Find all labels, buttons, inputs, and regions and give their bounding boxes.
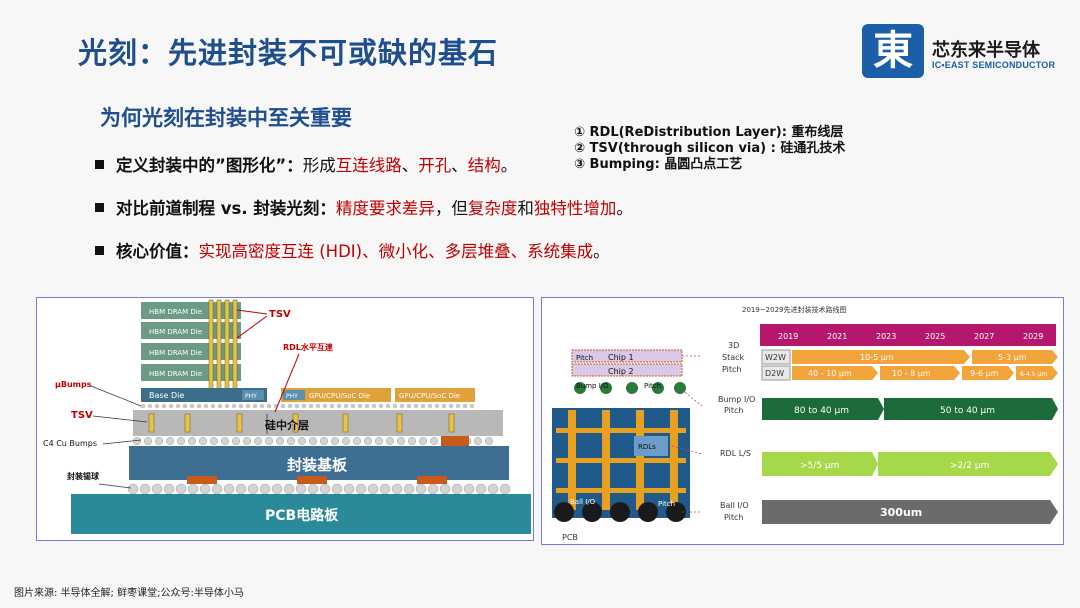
tsv-callout: TSV (269, 309, 291, 320)
gpu-die (395, 388, 475, 402)
svg-text:RDL L/S: RDL L/S (720, 449, 751, 458)
hbm-die-label: HBM DRAM Die (149, 349, 202, 357)
svg-text:2029: 2029 (1023, 332, 1043, 341)
svg-text:PHY: PHY (245, 393, 257, 400)
svg-text:Pitch: Pitch (724, 406, 743, 415)
bullet-core-value: 核心价值：实现高密度互连 (HDI)、微小化、多层堆叠、系统集成。 (95, 238, 610, 262)
svg-text:Pitch: Pitch (724, 513, 743, 522)
ubumps-callout: μBumps (55, 380, 92, 389)
base-die-label: Base Die (149, 391, 184, 400)
svg-text:Ball I/O: Ball I/O (720, 501, 749, 510)
note-bumping: ③ Bumping: 晶圆凸点工艺 (574, 157, 743, 172)
solder-ball-callout: 封装锡球 (67, 471, 100, 481)
c4-bumps-callout: C4 Cu Bumps (43, 439, 97, 448)
svg-text:PCB: PCB (562, 533, 578, 542)
svg-text:9-6 μm: 9-6 μm (970, 369, 999, 378)
svg-text:2023: 2023 (876, 332, 896, 341)
hbm-stack: HBM DRAM Die HBM DRAM Die HBM DRAM Die H… (141, 299, 241, 401)
svg-text:>2/2 μm: >2/2 μm (950, 461, 989, 471)
company-subtitle: IC•EAST SEMICONDUCTOR (932, 60, 1056, 70)
roadmap-diagram: 2019~2029先进封装技术路线图 2019 2021 2023 2025 2… (541, 297, 1064, 545)
svg-text:D2W: D2W (765, 369, 784, 378)
svg-text:>5/5 μm: >5/5 μm (800, 461, 839, 471)
rdl-callout: RDL水平互連 (283, 342, 334, 352)
packaging-structure-diagram: HBM DRAM Die HBM DRAM Die HBM DRAM Die H… (36, 297, 534, 541)
svg-text:10-5 μm: 10-5 μm (860, 353, 894, 362)
substrate-label: 封装基板 (287, 456, 348, 474)
svg-text:300um: 300um (880, 506, 922, 519)
slide-title: 光刻：先进封装不可或缺的基石 (78, 36, 499, 70)
hbm-die-label: HBM DRAM Die (149, 328, 202, 336)
image-source-footer: 图片来源: 半导体全解; 鲜枣课堂;公众号:半导体小马 (14, 588, 244, 599)
svg-text:40 - 10 μm: 40 - 10 μm (808, 369, 852, 378)
svg-text:Pitch: Pitch (576, 354, 593, 362)
note-tsv: ② TSV(through silicon via) : 硅通孔技术 (574, 141, 846, 156)
abbreviation-notes: ① RDL(ReDistribution Layer): 重布线层 ② TSV(… (574, 125, 845, 173)
svg-text:Chip 1: Chip 1 (608, 353, 634, 362)
svg-text:6-4.5 μm: 6-4.5 μm (1020, 371, 1047, 378)
bullet-square-icon (95, 160, 104, 169)
bullet-comparison: 对比前道制程 vs. 封装光刻：精度要求差异，但复杂度和独特性增加。 (95, 195, 633, 219)
svg-text:Chip 2: Chip 2 (608, 367, 634, 376)
note-rdl: ① RDL(ReDistribution Layer): 重布线层 (574, 125, 844, 140)
bullet-square-icon (95, 246, 104, 255)
gpu-die-label: GPU/CPU/SoC Die (399, 392, 460, 400)
company-name: 芯东来半导体 (932, 40, 1040, 61)
svg-text:Stack: Stack (722, 353, 745, 362)
svg-text:Pitch: Pitch (722, 365, 741, 374)
roadmap-title: 2019~2029先进封装技术路线图 (742, 305, 847, 314)
pcb-board (71, 494, 531, 534)
svg-text:80 to 40 μm: 80 to 40 μm (794, 406, 849, 416)
svg-text:2021: 2021 (827, 332, 847, 341)
company-logo-icon: 東 (862, 24, 924, 78)
svg-text:5-3 μm: 5-3 μm (998, 353, 1027, 362)
year-bar: 2019 2021 2023 2025 2027 2029 (760, 324, 1056, 346)
svg-text:Pitch: Pitch (644, 382, 661, 390)
svg-text:2019: 2019 (778, 332, 798, 341)
tsv-left-callout: TSV (71, 410, 93, 421)
svg-text:W2W: W2W (765, 353, 786, 362)
svg-text:50 to 40 μm: 50 to 40 μm (940, 406, 995, 416)
svg-text:Bump I/O: Bump I/O (718, 395, 755, 404)
section-subtitle: 为何光刻在封装中至关重要 (100, 106, 352, 130)
pcb-label: PCB电路板 (265, 507, 339, 524)
svg-text:Bump I/O: Bump I/O (576, 382, 609, 390)
bullet-definition: 定义封装中的”图形化”：形成互连线路、开孔、结构。 (95, 152, 517, 176)
svg-text:2025: 2025 (925, 332, 945, 341)
gpu-die (281, 388, 391, 402)
hbm-die-label: HBM DRAM Die (149, 370, 202, 378)
silicon-interposer (133, 410, 503, 436)
package-substrate (129, 446, 509, 480)
svg-text:2027: 2027 (974, 332, 994, 341)
svg-text:Ball I/O: Ball I/O (570, 498, 596, 506)
interposer-label: 硅中介层 (265, 418, 309, 432)
svg-text:3D: 3D (728, 341, 739, 350)
svg-text:Pitch: Pitch (658, 500, 675, 508)
bullet-square-icon (95, 203, 104, 212)
svg-text:10 - 8 μm: 10 - 8 μm (892, 369, 931, 378)
svg-text:RDLs: RDLs (638, 443, 656, 451)
svg-text:PHY: PHY (286, 393, 298, 400)
gpu-die-label: GPU/CPU/SoC Die (309, 392, 370, 400)
base-die (141, 388, 267, 402)
hbm-die-label: HBM DRAM Die (149, 308, 202, 316)
